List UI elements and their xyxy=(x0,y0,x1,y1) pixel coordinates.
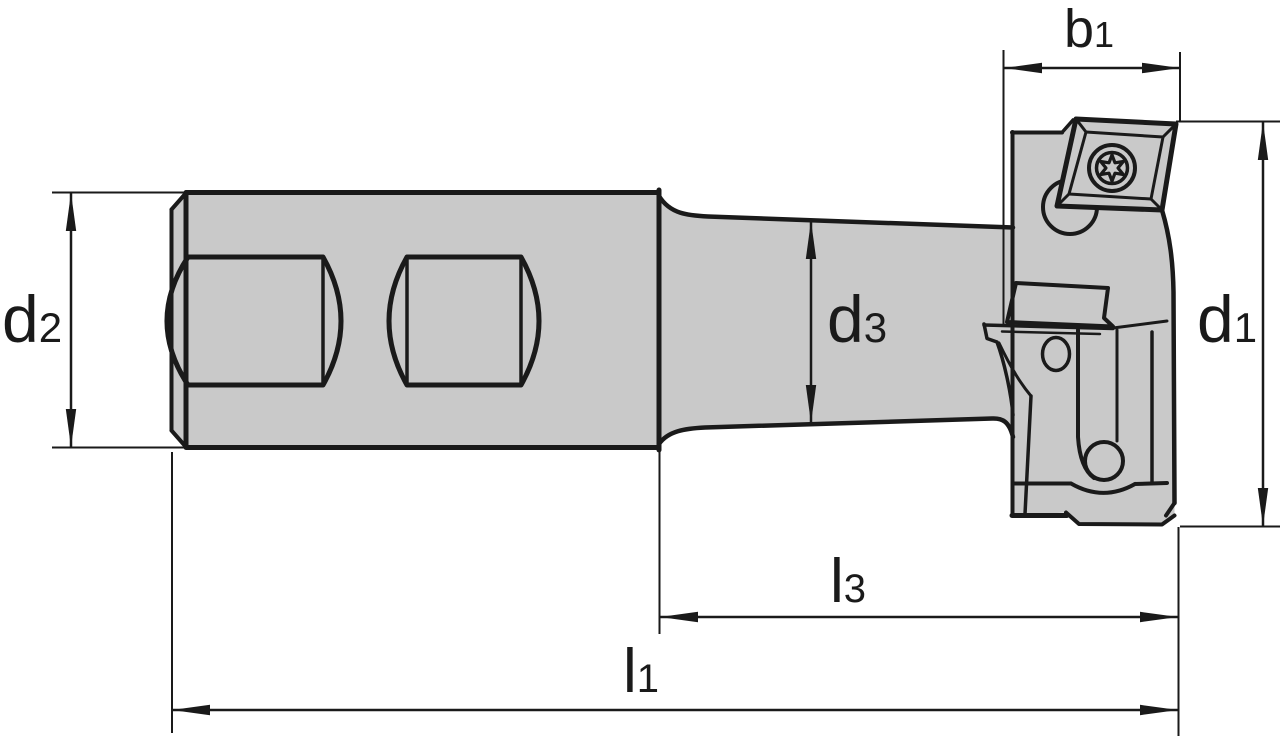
arrow-l1-left xyxy=(172,704,210,716)
insert-corner-bevels xyxy=(1055,117,1178,212)
neck-body xyxy=(659,196,1013,444)
cartridge-pin-hole xyxy=(1040,335,1072,373)
label-l3: l3 xyxy=(830,547,866,616)
dimension-arrowheads xyxy=(65,62,1269,716)
weldon-flat-2-chords xyxy=(405,255,523,387)
label-d2: d2 xyxy=(2,282,62,356)
label-l1: l1 xyxy=(623,637,659,706)
insert-pocket-back-edge xyxy=(1060,118,1075,135)
insert-screw-socket-rim xyxy=(1094,150,1130,186)
arrow-b1-left xyxy=(1004,62,1042,74)
weldon-flat-2 xyxy=(386,254,542,388)
torx-screw-icon xyxy=(1099,153,1125,183)
dimension-labels: b1 d2 d3 d1 l3 l1 xyxy=(2,0,1257,706)
indexable-insert xyxy=(1054,116,1179,213)
arrow-d2-down xyxy=(65,409,77,447)
insert-screw-head xyxy=(1087,143,1137,193)
arrow-d1-up xyxy=(1257,122,1269,160)
label-b1: b1 xyxy=(1064,0,1114,59)
extension-lines xyxy=(52,50,1280,736)
label-d3: d3 xyxy=(827,282,887,356)
tooth-left-edge xyxy=(982,322,1015,417)
shank-body xyxy=(186,192,659,448)
bottom-insert-strip xyxy=(1064,510,1177,527)
seat-edge-to-right-face xyxy=(1111,319,1169,330)
clamp-screw-hole xyxy=(1083,440,1125,482)
arrow-d1-down xyxy=(1257,488,1269,526)
seat-platform-inner-edge xyxy=(1000,330,1102,336)
head-right-face xyxy=(1159,207,1177,506)
shank-left-silhouette-arc xyxy=(164,254,191,388)
head-right-chamfer xyxy=(1164,501,1177,518)
arrow-l1-right xyxy=(1140,704,1178,716)
arrow-b1-right xyxy=(1142,62,1180,74)
weldon-flat-1 xyxy=(185,254,344,388)
flute-gash-line xyxy=(1023,394,1033,516)
tooth-flute-curve xyxy=(997,341,1033,398)
arrow-d3-up xyxy=(805,221,817,259)
label-d1: d1 xyxy=(1197,282,1257,356)
body-strokes xyxy=(164,118,1177,527)
arrow-l3-right xyxy=(1140,611,1178,623)
shank-outline xyxy=(183,187,662,453)
shank-end-facet-lines xyxy=(169,191,188,449)
seat-platform-edge xyxy=(982,323,1115,331)
clamp-wedge xyxy=(1005,281,1115,329)
arrow-d3-down xyxy=(805,385,817,423)
shank-end-facet xyxy=(171,193,186,447)
arrow-d2-up xyxy=(65,193,77,231)
arrow-l3-left xyxy=(660,611,698,623)
neck-edges xyxy=(656,193,1016,447)
cutter-head-body xyxy=(1012,119,1176,525)
lower-cutting-tooth xyxy=(984,321,1013,430)
head-step-line xyxy=(1011,481,1169,495)
